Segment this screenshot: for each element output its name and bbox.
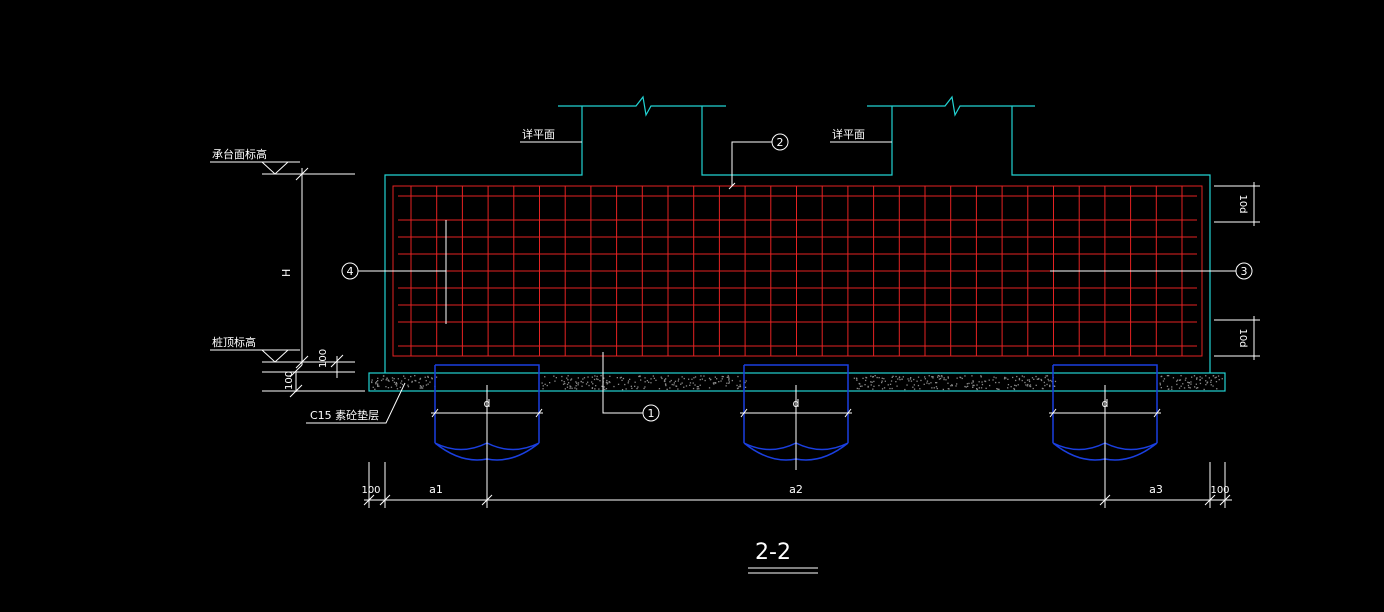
callout-2: 2	[777, 136, 784, 149]
pile-dia-label-1: d	[484, 397, 491, 410]
ground-left-label: 详平面	[522, 127, 555, 141]
dim-bottom-100-left: 100	[361, 485, 380, 496]
pile	[743, 364, 849, 461]
pile-dia-label-2: d	[793, 397, 800, 410]
callout-3: 3	[1241, 265, 1248, 278]
pile-cap-outline	[384, 95, 1211, 373]
section-title: 2-2	[755, 540, 791, 565]
cover-top-label: 10d	[1237, 194, 1248, 213]
cap-top-elevation-label: 承台面标高	[212, 147, 267, 161]
pile	[434, 364, 540, 461]
piles	[434, 364, 1158, 470]
pile	[1052, 364, 1158, 461]
dim-bottom-a2: a2	[789, 483, 803, 496]
cover-bottom-label: 10d	[1237, 328, 1248, 347]
height-label: H	[280, 269, 293, 277]
annotations: 承台面标高 桩顶标高 H 100 100 C15 素砼垫层 详平面 详平面	[210, 127, 1260, 574]
pile-dia-label-3: d	[1102, 397, 1109, 410]
column-break-left	[558, 95, 726, 117]
dim-100-pile: 100	[284, 371, 295, 390]
pile-top-elevation-label: 桩顶标高	[212, 335, 256, 349]
dim-bottom-a3: a3	[1149, 483, 1163, 496]
callout-1: 1	[648, 407, 655, 420]
dim-bottom-100-right: 100	[1210, 485, 1229, 496]
dim-100-cushion: 100	[318, 349, 329, 368]
dim-bottom-a1: a1	[429, 483, 443, 496]
cushion-layer	[368, 372, 1226, 392]
column-break-right	[867, 95, 1035, 117]
callout-4: 4	[347, 265, 354, 278]
ground-right-label: 详平面	[832, 127, 865, 141]
cushion-label: C15 素砼垫层	[310, 408, 379, 422]
